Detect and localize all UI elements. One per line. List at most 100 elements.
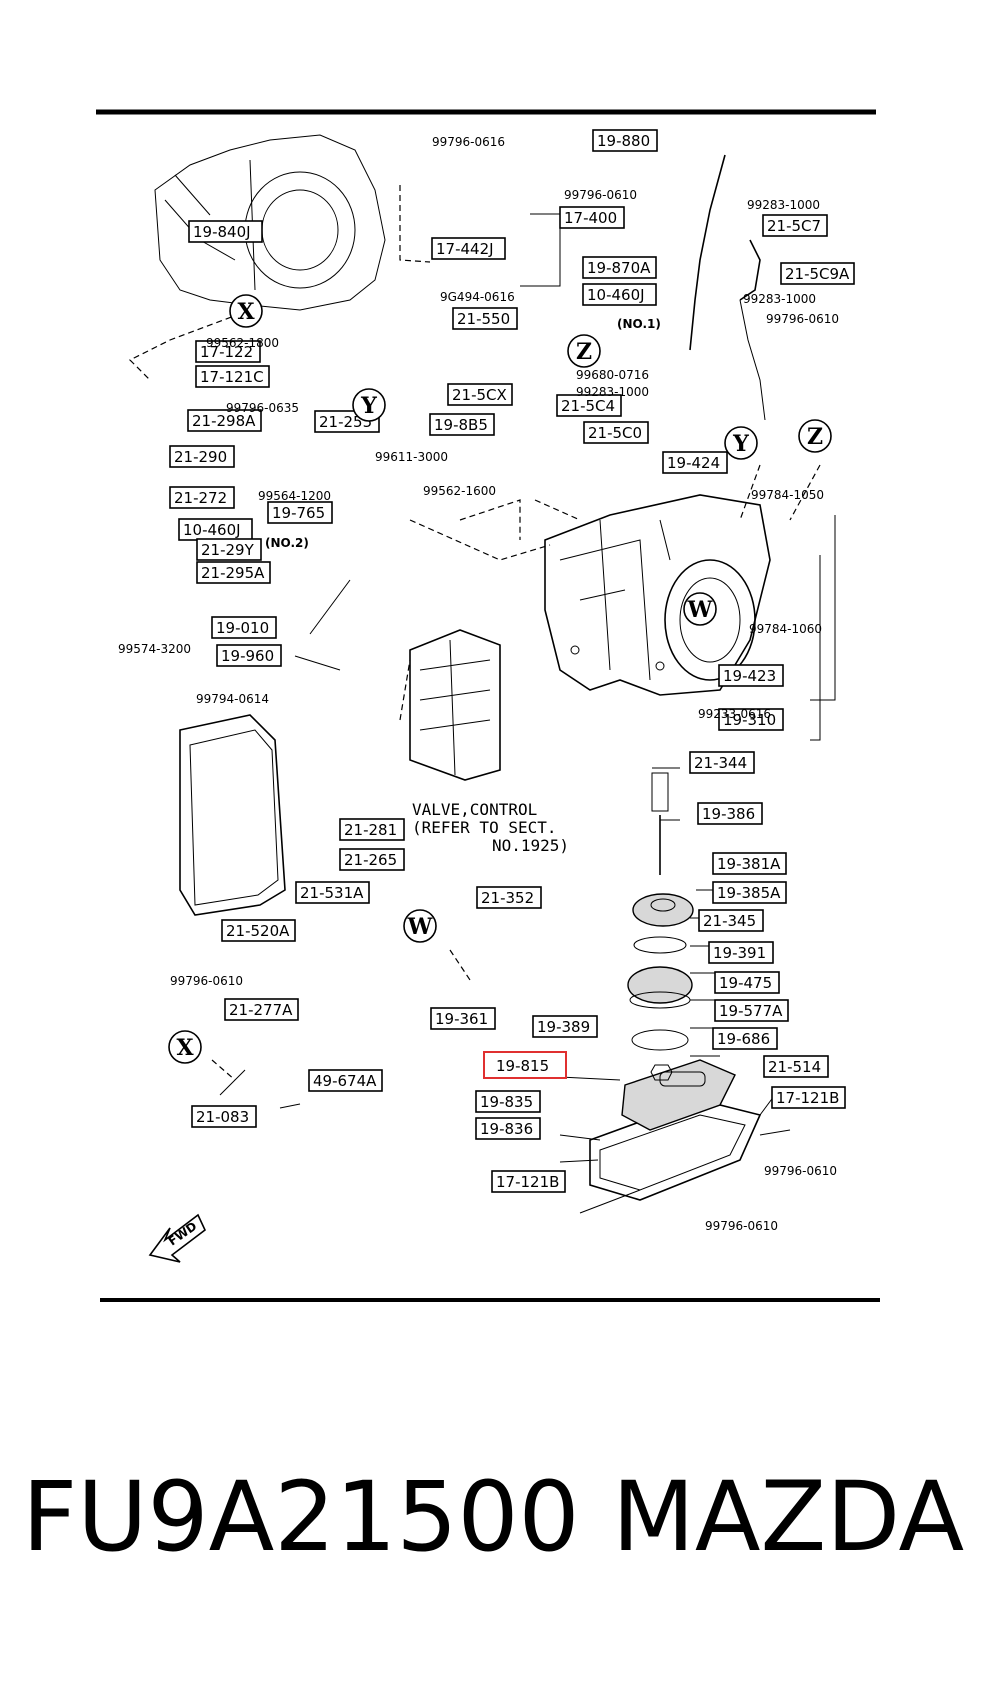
svg-text:W: W <box>407 914 433 940</box>
fwd-arrow-icon: FWD <box>148 1213 206 1263</box>
part-label-27: 19-310 <box>718 708 784 731</box>
part-label-26: 19-423 <box>718 664 784 687</box>
part-label-2: 17-442J <box>431 237 506 260</box>
part-label-text: 19-361 <box>435 1010 488 1028</box>
part-label-8: 19-840J <box>188 220 263 243</box>
part-number-19: 99796-0610 <box>705 1219 778 1233</box>
part-number-18: 99796-0610 <box>764 1164 837 1178</box>
part-label-text: 19-840J <box>193 223 251 241</box>
part-number-9: 99283-1000 <box>576 385 649 399</box>
part-label-text: 21-550 <box>457 310 510 328</box>
label-layer: 19-880 17-400 17-442J 21-5C7 19-870A 21-5C9A 1… <box>118 129 855 1233</box>
callout-y-3: Y <box>724 426 758 460</box>
highlighted-part-label: 19-815 <box>483 1051 567 1079</box>
part-label-text: 17-121B <box>496 1173 559 1191</box>
part-label-text: 21-272 <box>174 489 227 507</box>
part-number-4: 99283-1000 <box>743 292 816 306</box>
part-label-text: 21-5C4 <box>561 397 615 415</box>
part-number-1: 99796-0610 <box>564 188 637 202</box>
callout-x-7: X <box>168 1030 202 1064</box>
part-label-text: 21-5C7 <box>767 217 821 235</box>
part-label-text: 19-880 <box>597 132 650 150</box>
part-label-text: 19-960 <box>221 647 274 665</box>
part-label-text: 49-674A <box>313 1072 377 1090</box>
callout-y-1: Y <box>352 388 386 422</box>
part-label-text: 21-29Y <box>201 541 255 559</box>
part-label-39: 19-475 <box>714 971 780 994</box>
part-number-14: 99574-3200 <box>118 642 191 656</box>
piston-stack-drawing <box>627 772 694 1081</box>
part-label-text: 19-686 <box>717 1030 770 1048</box>
part-label-text: 19-836 <box>480 1120 533 1138</box>
part-number-10: 99611-3000 <box>375 450 448 464</box>
part-number-16: 99794-0614 <box>196 692 269 706</box>
part-label-14: 21-5CX <box>447 383 513 406</box>
part-label-50: 17-121B <box>491 1170 566 1193</box>
part-label-text: 21-5CX <box>452 386 507 404</box>
part-label-text: 21-352 <box>481 889 534 907</box>
part-label-36: 21-345 <box>698 909 764 932</box>
part-label-text: 21-345 <box>703 912 756 930</box>
callout-w-6: W <box>403 909 437 943</box>
part-number-7: 99796-0635 <box>226 401 299 415</box>
part-label-text: 19-870A <box>587 259 651 277</box>
valve-note-line-2: NO.1925) <box>492 836 569 855</box>
part-label-45: 49-674A <box>308 1069 383 1092</box>
part-label-text: 19-577A <box>719 1002 783 1020</box>
part-label-25: 19-960 <box>216 644 282 667</box>
note-0: (NO.1) <box>617 317 661 331</box>
part-label-35: 19-385A <box>712 881 787 904</box>
part-number-12: 99564-1200 <box>258 489 331 503</box>
part-label-51: 21-083 <box>191 1105 257 1128</box>
part-label-22: 21-29Y <box>196 538 262 561</box>
valve-note-line-0: VALVE,CONTROL <box>412 800 537 819</box>
part-label-4: 19-870A <box>582 256 657 279</box>
control-valve-drawing <box>409 629 501 781</box>
part-label-6: 10-460J <box>582 283 657 306</box>
part-label-text: 19-310 <box>723 711 776 729</box>
part-label-text: 21-298A <box>192 412 256 430</box>
note-1: (NO.2) <box>265 536 309 550</box>
leader-lines <box>219 213 836 1214</box>
part-label-text: 17-122 <box>200 343 253 361</box>
part-label-0: 19-880 <box>592 129 658 152</box>
part-label-24: 19-010 <box>211 616 277 639</box>
part-label-31: 21-265 <box>339 848 405 871</box>
part-label-text: 17-400 <box>564 209 617 227</box>
part-label-19: 21-272 <box>169 486 235 509</box>
part-number-2: 99283-1000 <box>747 198 820 212</box>
part-label-text: 19-424 <box>667 454 720 472</box>
oil-pan-drawing <box>589 1059 762 1201</box>
transmission-case-drawing <box>544 494 771 696</box>
part-label-text: 19-765 <box>272 504 325 522</box>
part-label-text: 17-121C <box>200 368 264 386</box>
part-number-3: 9G494-0616 <box>440 290 515 304</box>
part-label-text: 17-442J <box>436 240 494 258</box>
part-label-text: 21-5C9A <box>785 265 850 283</box>
part-label-text: 19-423 <box>723 667 776 685</box>
part-label-text: 10-460J <box>587 286 645 304</box>
part-label-text: 21-265 <box>344 851 397 869</box>
svg-text:X: X <box>176 1035 194 1061</box>
part-label-text: 19-381A <box>717 855 781 873</box>
part-label-text: 21-281 <box>344 821 397 839</box>
part-label-text: 19-010 <box>216 619 269 637</box>
part-label-text: 19-389 <box>537 1018 590 1036</box>
part-label-text: 19-835 <box>480 1093 533 1111</box>
part-code: FU9A21500 <box>22 1461 580 1573</box>
part-label-17: 19-424 <box>662 451 728 474</box>
callout-z-2: Z <box>567 334 601 368</box>
part-label-15: 21-5C4 <box>556 394 622 417</box>
part-label-41: 19-361 <box>430 1007 496 1030</box>
part-label-38: 19-391 <box>708 941 774 964</box>
part-number-20: 99796-0610 <box>170 974 243 988</box>
part-label-text: 10-460J <box>183 521 241 539</box>
part-label-16: 21-5C0 <box>583 421 649 444</box>
part-label-29: 19-386 <box>697 802 763 825</box>
part-number-15: 99784-1060 <box>749 622 822 636</box>
part-label-37: 21-352 <box>476 886 542 909</box>
part-label-text: 21-344 <box>694 754 747 772</box>
svg-text:Z: Z <box>807 424 823 450</box>
part-label-40: 19-577A <box>714 999 789 1022</box>
